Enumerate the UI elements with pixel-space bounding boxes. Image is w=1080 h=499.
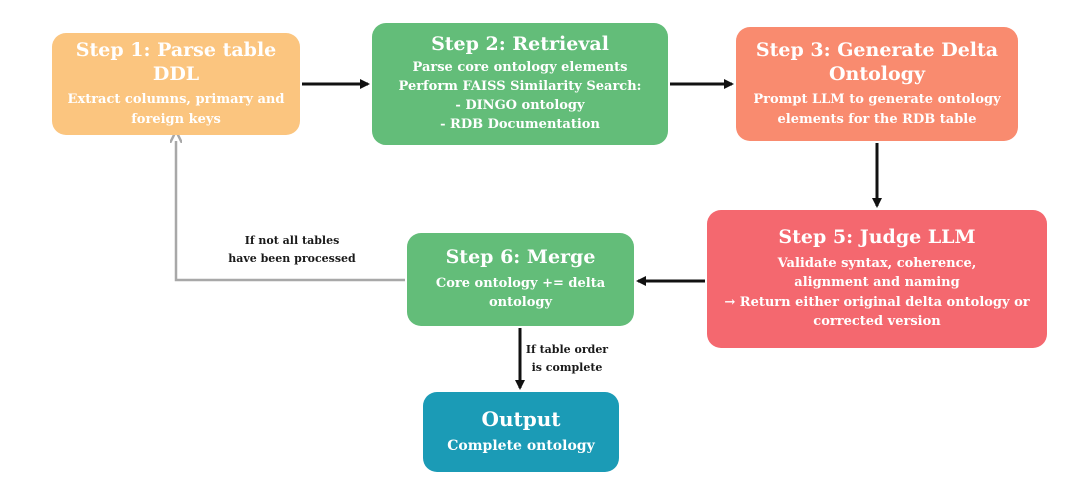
output-title: Output xyxy=(481,407,561,431)
loop-label-line: If not all tables xyxy=(244,234,340,247)
step5-description: Validate syntax, coherence, alignment an… xyxy=(724,254,1029,332)
step1-line: Extract columns, primary and xyxy=(67,92,285,108)
step5-line: → Return either original delta ontology … xyxy=(724,294,1030,310)
step3-title-line: Ontology xyxy=(828,62,925,85)
output-box: Output Complete ontology xyxy=(423,392,619,472)
step1-parse-table-ddl-box: Step 1: Parse table DDL Extract columns,… xyxy=(52,33,300,135)
loop-label-line: have been processed xyxy=(228,251,356,265)
step1-description: Extract columns, primary and foreign key… xyxy=(68,90,285,129)
output-description: Complete ontology xyxy=(447,436,594,457)
step3-line: elements for the RDB table xyxy=(777,111,977,127)
step1-line: foreign keys xyxy=(131,111,221,127)
step5-judge-llm-box: Step 5: Judge LLM Validate syntax, coher… xyxy=(707,210,1047,348)
step5-line: corrected version xyxy=(813,314,941,330)
step3-title-line: Step 3: Generate Delta xyxy=(755,38,999,61)
step2-retrieval-box: Step 2: Retrieval Parse core ontology el… xyxy=(372,23,668,145)
loop-condition-label: If not all tables have been processed xyxy=(218,232,366,267)
step3-line: Prompt LLM to generate ontology xyxy=(753,92,1001,108)
step5-title: Step 5: Judge LLM xyxy=(778,226,976,249)
step2-line: Parse core ontology elements xyxy=(412,60,628,76)
step1-title: Step 1: Parse table DDL xyxy=(75,38,277,85)
step3-title: Step 3: Generate Delta Ontology xyxy=(756,39,998,87)
complete-label-line: is complete xyxy=(531,360,603,374)
step2-line: - RDB Documentation xyxy=(440,116,600,132)
step5-line: alignment and naming xyxy=(794,275,960,291)
step6-title: Step 6: Merge xyxy=(445,246,596,269)
step5-line: Validate syntax, coherence, xyxy=(777,255,977,271)
step2-line: Perform FAISS Similarity Search: xyxy=(398,79,642,95)
complete-condition-label: If table order is complete xyxy=(525,341,609,376)
step2-description: Parse core ontology elements Perform FAI… xyxy=(399,59,642,134)
complete-label-line: If table order xyxy=(525,343,609,356)
step2-title: Step 2: Retrieval xyxy=(431,33,609,56)
step3-description: Prompt LLM to generate ontology elements… xyxy=(753,90,1000,129)
step6-merge-box: Step 6: Merge Core ontology += delta ont… xyxy=(407,233,634,326)
step6-description: Core ontology += delta ontology xyxy=(407,274,634,313)
step2-line: - DINGO ontology xyxy=(455,97,585,113)
step6-line: Core ontology += delta ontology xyxy=(435,275,606,311)
arrow-loop-back-to-step1 xyxy=(176,141,405,282)
step3-generate-delta-ontology-box: Step 3: Generate Delta Ontology Prompt L… xyxy=(736,27,1018,141)
output-line: Complete ontology xyxy=(447,438,595,454)
